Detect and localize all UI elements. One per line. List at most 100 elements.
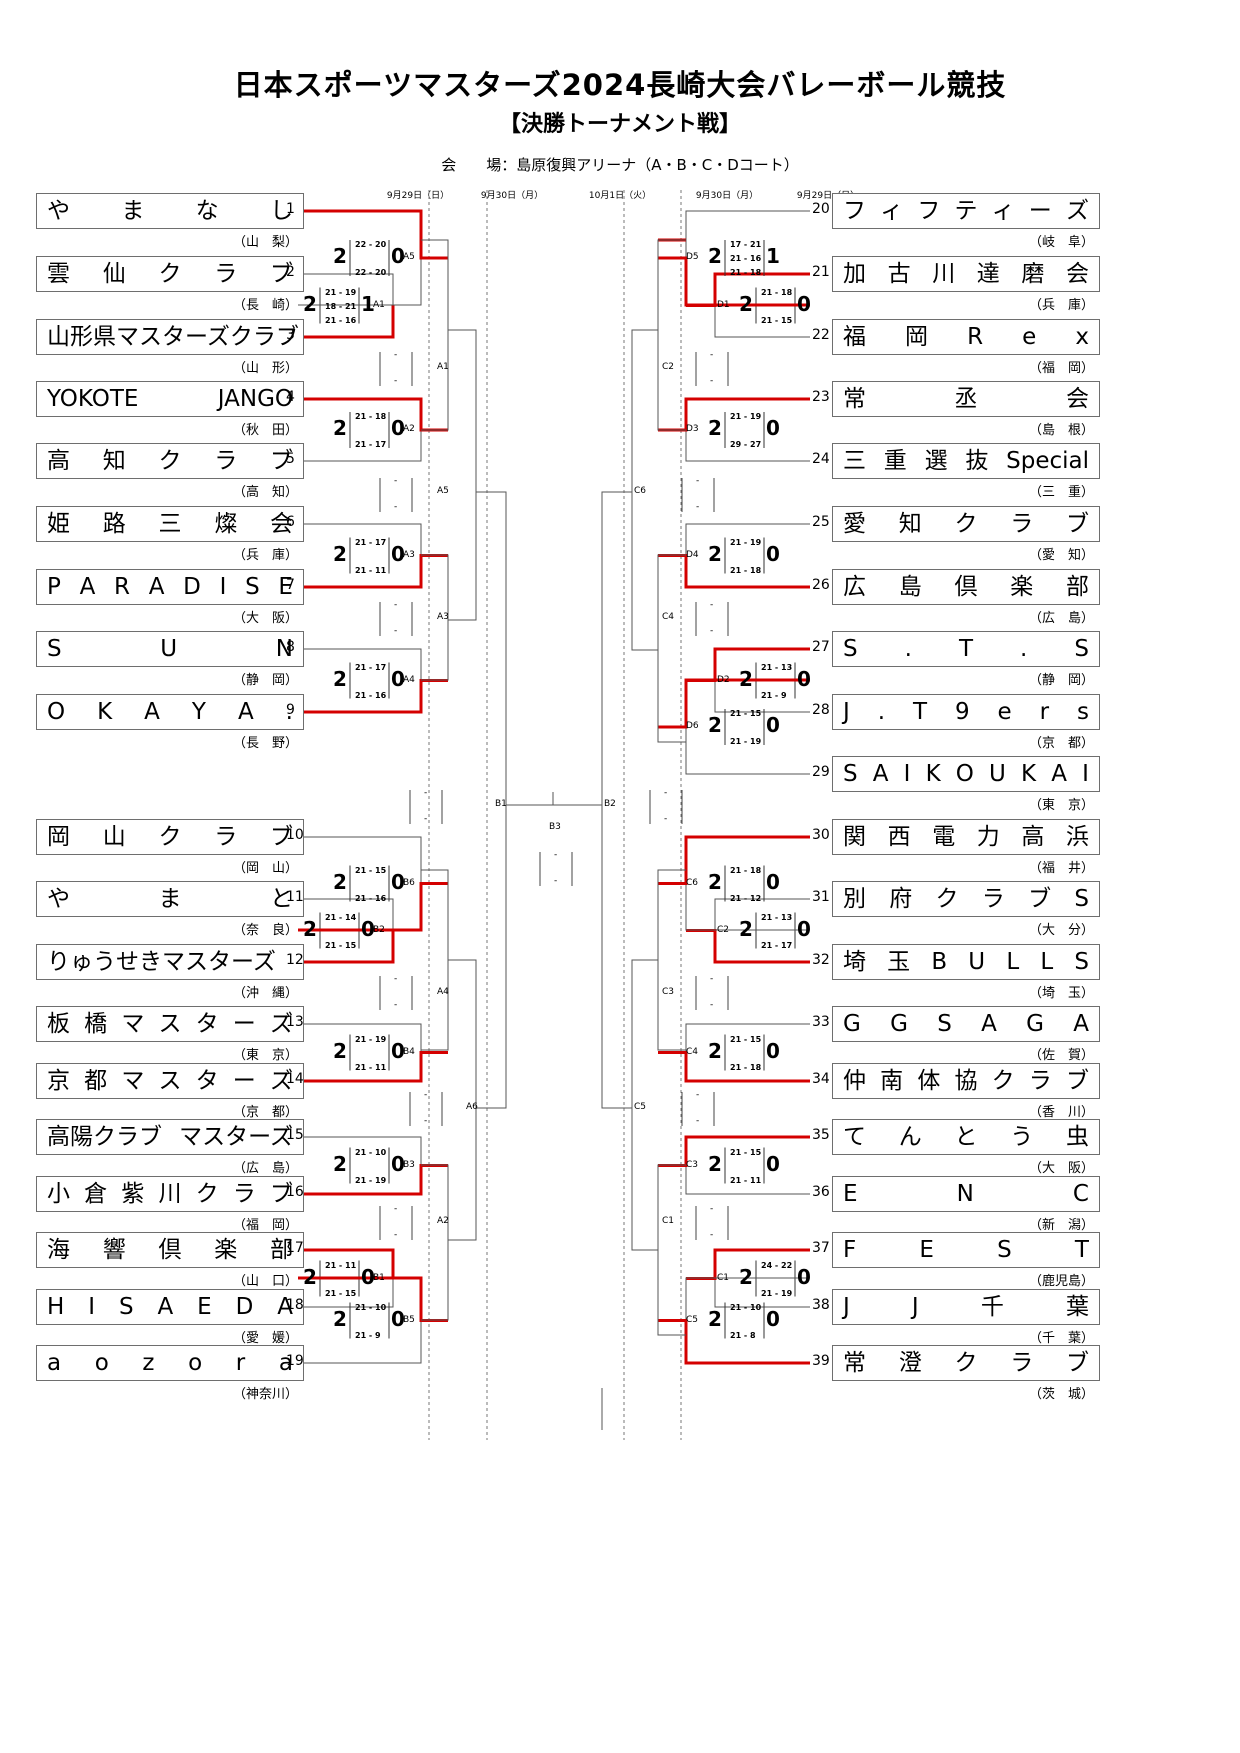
team-prefecture: （福 井） [1028, 861, 1094, 876]
set-score: 24 - 22 [761, 1260, 793, 1270]
team-prefecture: （埼 玉） [1028, 986, 1094, 1001]
bracket-line [685, 430, 810, 462]
placeholder-dash: - [394, 600, 398, 610]
team-name-part: 西 [887, 824, 911, 850]
match-id: B3 [403, 1159, 415, 1170]
team-name-part: な [195, 198, 219, 224]
team-name-part: 三 [843, 448, 866, 474]
team-name-part: S [1074, 949, 1089, 975]
team-name-part: 倶 [158, 1237, 182, 1263]
bracket-line [298, 930, 395, 964]
team-name-part: 板 [47, 1011, 70, 1037]
placeholder-dash: - [710, 974, 714, 984]
team-name-part: 都 [84, 1068, 108, 1094]
bracket-line [298, 882, 448, 932]
set-score: 21 - 17 [355, 662, 387, 672]
round-label: B3 [549, 822, 561, 832]
team-name-part: 橋 [84, 1011, 108, 1037]
team-name-part: ブ [1066, 511, 1089, 537]
bracket-line [298, 1051, 448, 1083]
set-score: 21 - 19 [730, 537, 762, 547]
placeholder-dash: - [696, 502, 700, 512]
team-prefecture: （東 京） [232, 1048, 298, 1063]
team-box: 姫路三燦会 [36, 506, 304, 542]
team-name-part: A [1051, 761, 1067, 787]
team-name-part: S [997, 1237, 1012, 1263]
team-name-part: 虫 [1066, 1124, 1089, 1150]
team-name-part: ク [195, 1181, 219, 1207]
sets-won: 2 [333, 1038, 347, 1063]
team-name-part: 達 [976, 261, 1000, 287]
placeholder-dash: - [424, 1116, 428, 1126]
sets-won: 1 [361, 291, 375, 316]
team-name-part: R [967, 324, 984, 350]
team-name-part: し [269, 198, 293, 224]
placeholder-dash: - [710, 350, 714, 360]
bracket-line [714, 680, 810, 713]
team-name-part: 9 [954, 699, 970, 725]
match-id: A1 [373, 299, 385, 310]
team-name-part: O [47, 699, 66, 725]
seed-number: 30 [812, 827, 830, 843]
team-name-part: ん [898, 1124, 922, 1150]
match-id: A3 [403, 549, 415, 560]
team-name-part: P [47, 574, 61, 600]
round-label: C4 [662, 612, 675, 622]
team-box: てんとう虫 [832, 1119, 1100, 1155]
team-name-part: 山形県マスターズクラブ [47, 324, 299, 350]
set-score: 21 - 10 [355, 1147, 387, 1157]
sets-won: 2 [708, 1038, 722, 1063]
team-name-part: G [1026, 1011, 1044, 1037]
team-name-part: 南 [880, 1068, 904, 1094]
bracket-line [298, 209, 448, 260]
sets-won: 0 [391, 666, 405, 691]
bracket-line [298, 430, 422, 462]
team-name-part: A [79, 574, 96, 600]
team-name-part: 山 [102, 824, 126, 850]
team-name-part: S [843, 636, 858, 662]
team-name-part: タ [195, 1068, 219, 1094]
sets-won: 0 [766, 1306, 780, 1331]
seed-number: 17 [286, 1240, 304, 1256]
team-name-part: ラ [232, 1181, 256, 1207]
team-name-part: ブ [270, 448, 293, 474]
placeholder-dash: - [696, 476, 700, 486]
seed-number: 23 [812, 389, 830, 405]
team-name-part: . [904, 636, 912, 662]
set-score: 21 - 17 [355, 537, 387, 547]
seed-number: 12 [286, 952, 304, 968]
bracket-line [714, 1278, 810, 1308]
set-score: 21 - 9 [355, 1330, 381, 1340]
team-name-part: 丞 [954, 386, 978, 412]
team-name: 雲仙クラブ [47, 257, 293, 291]
team-name-part: o [94, 1350, 109, 1376]
sets-won: 2 [333, 666, 347, 691]
placeholder-dash: - [696, 1090, 700, 1100]
set-score: 29 - 27 [730, 440, 762, 449]
team-name-part: マ [121, 1011, 145, 1037]
bracket-line [631, 329, 658, 651]
team-prefecture: （山 口） [232, 1274, 298, 1289]
team-name-part: りゅうせきマスターズ [47, 949, 276, 975]
team-prefecture: （千 葉） [1028, 1331, 1094, 1346]
team-name-part: 京 [47, 1068, 70, 1094]
team-name: 山形県マスターズクラブ [47, 320, 299, 354]
team-name-part: G [843, 1011, 861, 1037]
team-name-part: A [237, 699, 254, 725]
team-name-part: A [872, 761, 889, 787]
team-name-part: ブ [1028, 886, 1052, 912]
team-name-part: ラ [1010, 1350, 1034, 1376]
placeholder-dash: - [696, 1116, 700, 1126]
bracket-line [658, 835, 810, 885]
match-id: A5 [403, 252, 415, 262]
team-prefecture: （大 阪） [232, 611, 298, 626]
seed-number: 34 [812, 1071, 830, 1087]
set-score: 21 - 19 [325, 287, 357, 297]
set-score: 21 - 12 [730, 893, 762, 903]
team-name-part: う [1010, 1124, 1034, 1150]
seed-number: 1 [286, 201, 295, 217]
